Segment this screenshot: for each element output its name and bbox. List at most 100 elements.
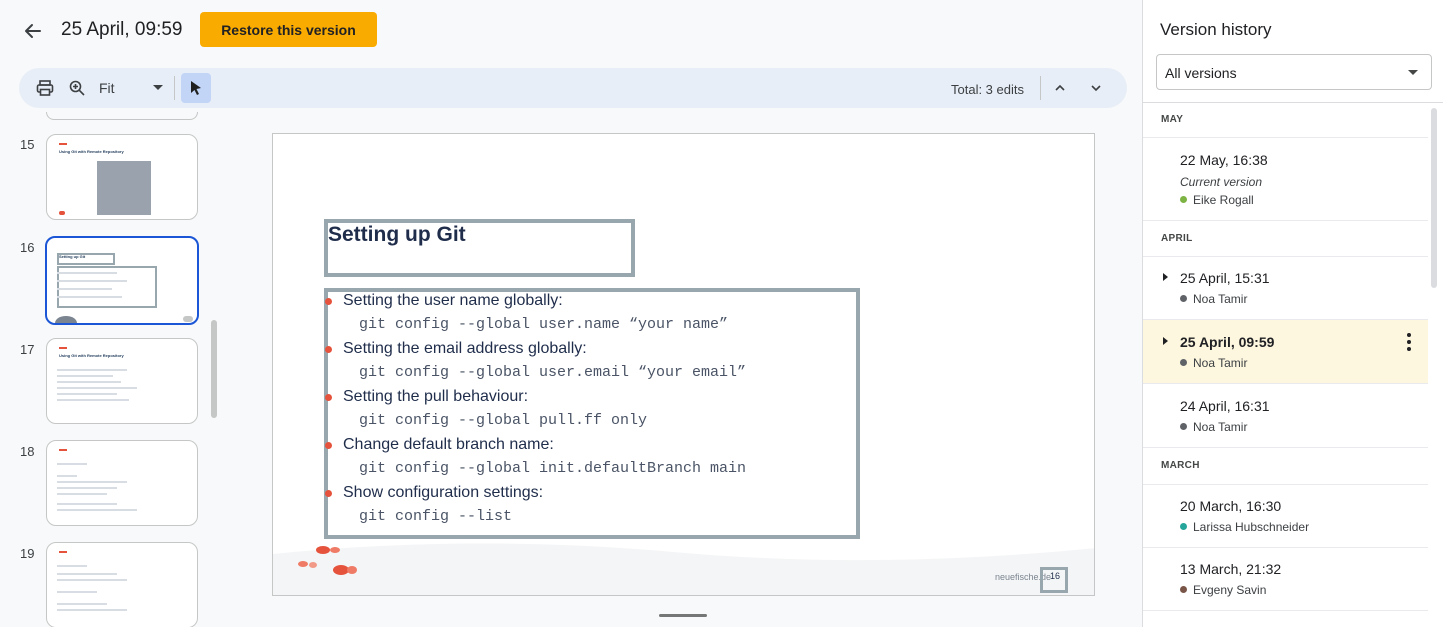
print-icon[interactable] <box>35 78 55 98</box>
version-row[interactable]: 20 March, 16:30 Larissa Hubschneider <box>1143 485 1428 547</box>
bullet-dot <box>325 442 332 449</box>
bullet-command: git config --global user.email “your ema… <box>359 364 747 381</box>
bullet-dot <box>325 346 332 353</box>
row-separator <box>1143 547 1428 548</box>
body-selection-box <box>324 288 860 539</box>
zoom-in-icon[interactable] <box>67 78 87 98</box>
restore-version-button[interactable]: Restore this version <box>200 12 377 47</box>
thumbnail-slide-15[interactable]: Using Git with Remote Repository <box>46 134 198 220</box>
row-separator <box>1143 484 1428 485</box>
version-row-selected[interactable]: 25 April, 09:59 Noa Tamir <box>1143 320 1428 383</box>
bullet-command: git config --global pull.ff only <box>359 412 648 429</box>
dropdown-caret-icon[interactable] <box>153 85 163 90</box>
bullet-item: Setting the user name globally: git conf… <box>325 291 851 338</box>
slide-thumbnails: 15 Using Git with Remote Repository 16 S… <box>0 112 222 627</box>
expand-arrow-icon[interactable] <box>1163 273 1168 281</box>
chevron-down-icon[interactable] <box>1086 78 1106 98</box>
month-header: MAY <box>1161 114 1184 125</box>
user-color-dot <box>1180 295 1187 302</box>
bullet-dot <box>325 394 332 401</box>
thumbnail-slide-19[interactable] <box>46 542 198 627</box>
version-history-panel: Version history All versions MAY 22 May,… <box>1142 0 1443 627</box>
thumbnails-scrollbar[interactable] <box>211 320 217 418</box>
panel-scrollbar[interactable] <box>1431 108 1437 288</box>
dropdown-caret-icon <box>1408 70 1418 75</box>
row-separator <box>1143 610 1428 611</box>
version-row[interactable]: 13 March, 21:32 Evgeny Savin <box>1143 548 1428 610</box>
thumbnail-number: 15 <box>20 137 35 152</box>
thumbnail-title: Setting up Git <box>59 254 86 259</box>
bullet-dot <box>325 298 332 305</box>
bullet-item: Setting the email address globally: git … <box>325 339 851 386</box>
user-color-dot <box>1180 523 1187 530</box>
bullet-text: Setting the pull behaviour: <box>343 388 529 405</box>
version-date: 25 April, 15:31 <box>1180 270 1270 286</box>
thumbnail-title: Using Git with Remote Repository <box>59 353 124 358</box>
toolbar-divider <box>174 76 175 100</box>
version-user: Eike Rogall <box>1193 193 1254 207</box>
chevron-up-icon[interactable] <box>1050 78 1070 98</box>
row-separator <box>1143 220 1428 221</box>
version-title: 25 April, 09:59 <box>61 19 183 40</box>
fish-decoration-icon <box>273 543 1094 595</box>
bullet-command: git config --list <box>359 508 513 525</box>
bullet-text: Show configuration settings: <box>343 484 544 501</box>
row-separator <box>1143 319 1428 320</box>
panel-divider <box>1143 102 1443 103</box>
bullet-text: Change default branch name: <box>343 436 554 453</box>
bullet-text: Setting the email address globally: <box>343 340 587 357</box>
version-row[interactable]: 25 April, 15:31 Noa Tamir <box>1143 257 1428 319</box>
more-options-icon[interactable] <box>1404 333 1414 351</box>
viewer-toolbar: Fit Total: 3 edits <box>19 68 1127 108</box>
slide-canvas: Setting up Git Setting the user name glo… <box>272 133 1095 596</box>
resize-handle[interactable] <box>659 614 707 617</box>
version-row[interactable]: 24 April, 16:31 Noa Tamir <box>1143 384 1428 447</box>
title-selection-box <box>324 219 635 277</box>
user-color-dot <box>1180 359 1187 366</box>
bullet-command: git config --global user.name “your name… <box>359 316 729 333</box>
zoom-select[interactable]: Fit <box>99 80 115 96</box>
pointer-icon[interactable] <box>181 73 211 103</box>
user-color-dot <box>1180 423 1187 430</box>
row-separator <box>1143 447 1428 448</box>
row-separator <box>1143 383 1428 384</box>
row-separator <box>1143 137 1428 138</box>
version-user: Noa Tamir <box>1193 420 1248 434</box>
bullet-dot <box>325 490 332 497</box>
thumbnail-slide-18[interactable] <box>46 440 198 526</box>
slide-brand: neuefische.de <box>995 572 1052 582</box>
month-header: APRIL <box>1161 233 1193 244</box>
thumbnail-number: 19 <box>20 546 35 561</box>
filter-value: All versions <box>1165 65 1237 81</box>
panel-title: Version history <box>1160 20 1272 39</box>
month-header: MARCH <box>1161 460 1200 471</box>
bullet-item: Show configuration settings: git config … <box>325 483 851 530</box>
expand-arrow-icon[interactable] <box>1163 337 1168 345</box>
bullet-item: Setting the pull behaviour: git config -… <box>325 387 851 434</box>
version-user: Larissa Hubschneider <box>1193 520 1310 534</box>
thumbnail-number: 18 <box>20 444 35 459</box>
version-row[interactable]: 22 May, 16:38 Current version Eike Rogal… <box>1143 138 1428 220</box>
version-date: 24 April, 16:31 <box>1180 398 1270 414</box>
user-color-dot <box>1180 196 1187 203</box>
thumbnail-number: 17 <box>20 342 35 357</box>
thumbnail-title: Using Git with Remote Repository <box>59 149 124 154</box>
user-color-dot <box>1180 586 1187 593</box>
version-date: 20 March, 16:30 <box>1180 498 1282 514</box>
row-separator <box>1143 256 1428 257</box>
thumbnail-slide-16[interactable]: Setting up Git <box>45 236 199 325</box>
back-arrow-icon[interactable] <box>20 18 46 44</box>
bullet-command: git config --global init.defaultBranch m… <box>359 460 747 477</box>
thumbnail-number: 16 <box>20 240 35 255</box>
version-date: 22 May, 16:38 <box>1180 152 1268 168</box>
version-date: 25 April, 09:59 <box>1180 334 1275 350</box>
version-user: Noa Tamir <box>1193 292 1248 306</box>
thumbnail-partial[interactable] <box>46 112 198 120</box>
slide-title: Setting up Git <box>328 223 466 246</box>
slide-bullets: Setting the user name globally: git conf… <box>325 291 851 531</box>
slide-number-box <box>1040 567 1068 593</box>
bullet-item: Change default branch name: git config -… <box>325 435 851 482</box>
thumbnail-slide-17[interactable]: Using Git with Remote Repository <box>46 338 198 424</box>
version-filter-select[interactable]: All versions <box>1156 54 1432 90</box>
